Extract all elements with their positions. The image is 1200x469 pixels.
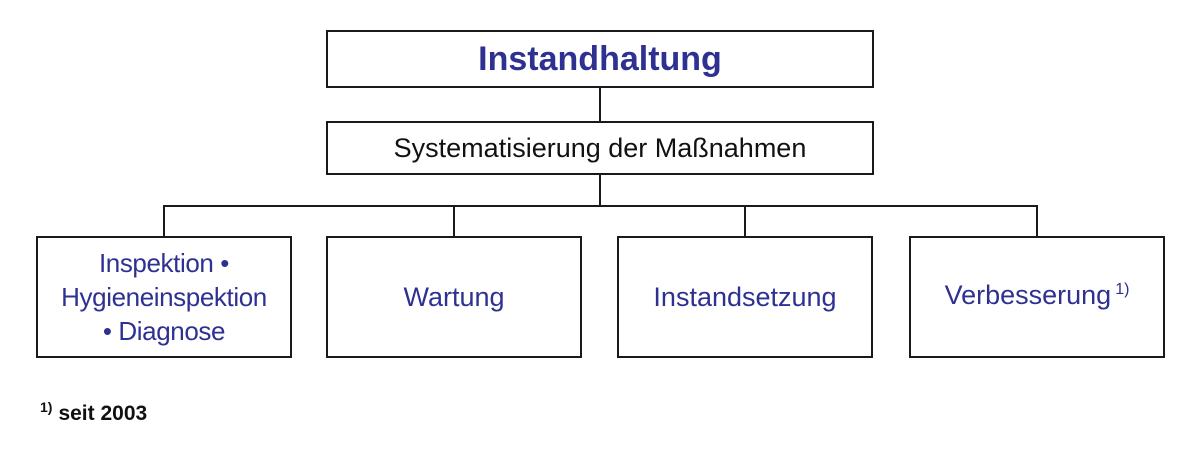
node-inspektion: Inspektion • Hygieneinspektion • Diagnos… (36, 236, 292, 358)
node-instandhaltung-label: Instandhaltung (478, 39, 722, 78)
connector-bus-leaf-2 (453, 205, 455, 236)
node-instandsetzung-label: Instandsetzung (653, 282, 837, 312)
connector-bus-leaf-1 (163, 205, 165, 236)
connector-bus-leaf-3 (744, 205, 746, 236)
footnote-text: seit 2003 (58, 402, 148, 425)
node-verbesserung-text: Verbesserung (944, 279, 1112, 310)
node-inspektion-line-1: Inspektion • (98, 248, 230, 278)
node-inspektion-line-3: • Diagnose (102, 316, 226, 346)
connector-middle-bus (599, 175, 601, 206)
node-instandhaltung: Instandhaltung (326, 30, 874, 88)
node-instandsetzung: Instandsetzung (617, 236, 873, 358)
footnote: 1) seit 2003 (40, 399, 148, 426)
node-systematisierung-label: Systematisierung der Maßnahmen (393, 132, 807, 163)
connector-root-middle (599, 88, 601, 121)
footnote-mark: 1) (40, 399, 53, 415)
connector-bus-leaf-4 (1036, 205, 1038, 236)
node-verbesserung-footnote-mark: 1) (1115, 280, 1130, 298)
node-wartung-label: Wartung (403, 282, 505, 312)
node-systematisierung: Systematisierung der Maßnahmen (326, 121, 874, 175)
node-inspektion-label: Inspektion • Hygieneinspektion • Diagnos… (61, 246, 267, 348)
connector-bus (163, 205, 1038, 207)
node-inspektion-line-2: Hygieneinspektion (61, 282, 267, 312)
node-wartung: Wartung (326, 236, 582, 358)
